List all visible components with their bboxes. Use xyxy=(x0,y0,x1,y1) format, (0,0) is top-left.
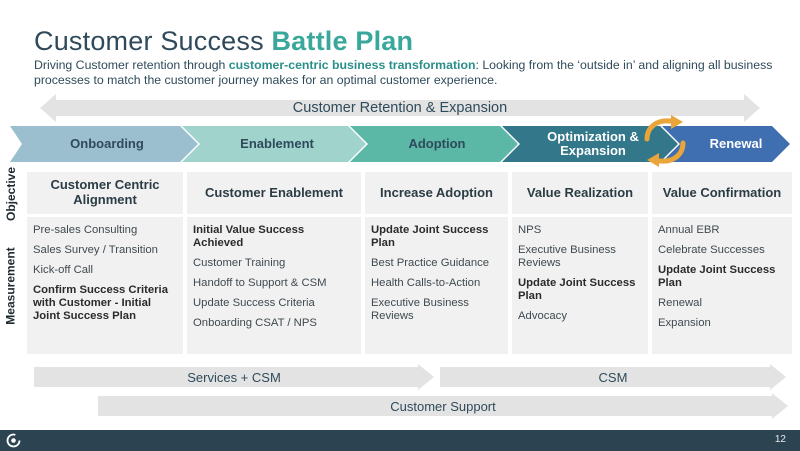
subtitle-after: : Looking from the ‘outside in’ and alig… xyxy=(34,58,773,87)
subtitle-before: Driving Customer retention through xyxy=(34,58,229,72)
column-header: Increase Adoption xyxy=(380,184,493,200)
column-value-realization: Value Realization NPS Executive Business… xyxy=(512,172,648,354)
page-title: Customer Success Battle Plan xyxy=(34,26,413,57)
retention-expansion-label: Customer Retention & Expansion xyxy=(292,100,508,116)
row-label-measurement: Measurement xyxy=(4,247,18,325)
column-divider xyxy=(27,214,183,217)
list-item: Celebrate Successes xyxy=(658,244,765,256)
column-header: Customer Centric Alignment xyxy=(50,177,160,207)
stage-label-renewal: Renewal xyxy=(709,136,763,151)
list-item: Executive Business Reviews xyxy=(518,244,616,269)
list-item: Confirm Success Criteria with Customer -… xyxy=(33,284,168,322)
title-prefix: Customer Success xyxy=(34,26,264,56)
column-header: Value Confirmation xyxy=(662,184,782,200)
column-item-list: NPS Executive Business Reviews Update Jo… xyxy=(518,224,642,330)
list-item: Initial Value Success Achieved xyxy=(193,224,305,249)
stage-chevron-adoption xyxy=(350,126,518,162)
list-item: Annual EBR xyxy=(658,224,720,236)
list-item: Health Calls-to-Action xyxy=(371,277,481,289)
column-divider xyxy=(365,214,508,217)
customer-support-label: Customer Support xyxy=(390,398,496,414)
list-item: Update Joint Success Plan xyxy=(371,224,489,249)
list-item: Update Joint Success Plan xyxy=(518,277,636,302)
stage-chevrons: Onboarding Enablement Adoption Optimizat… xyxy=(10,126,790,162)
column-item-list: Initial Value Success Achieved Customer … xyxy=(193,224,355,337)
stage-label-optimization: Optimization & Expansion xyxy=(547,129,639,158)
column-increase-adoption: Increase Adoption Update Joint Success P… xyxy=(365,172,508,354)
stage-label-adoption: Adoption xyxy=(408,136,466,151)
stage-chevron-enablement xyxy=(182,126,366,162)
column-divider xyxy=(187,214,361,217)
column-value-confirmation: Value Confirmation Annual EBR Celebrate … xyxy=(652,172,792,354)
list-item: Renewal xyxy=(658,297,702,309)
stage-chevron-optimization xyxy=(502,126,678,162)
subtitle-highlight: customer-centric business transformation xyxy=(228,58,476,72)
cycle-arrows-icon xyxy=(637,115,693,167)
list-item: Expansion xyxy=(658,317,711,329)
retention-expansion-arrow: Customer Retention & Expansion xyxy=(40,94,760,122)
column-header: Value Realization xyxy=(526,184,634,200)
column-item-list: Pre-sales Consulting Sales Survey / Tran… xyxy=(33,224,177,330)
column-item-list: Annual EBR Celebrate Successes Update Jo… xyxy=(658,224,786,337)
list-item: Pre-sales Consulting xyxy=(33,224,138,236)
list-item: Onboarding CSAT / NPS xyxy=(193,317,317,329)
page-subtitle: Driving Customer retention through custo… xyxy=(34,58,784,88)
list-item: Customer Training xyxy=(193,257,286,269)
stage-label-enablement: Enablement xyxy=(240,136,314,151)
page-number: 12 xyxy=(774,434,786,445)
stage-chevron-onboarding xyxy=(10,126,198,162)
stage-label-onboarding: Onboarding xyxy=(70,136,144,151)
csm-arrow: CSM xyxy=(440,364,786,390)
title-highlight: Battle Plan xyxy=(271,26,414,56)
column-item-list: Update Joint Success Plan Best Practice … xyxy=(371,224,502,330)
list-item: Advocacy xyxy=(518,310,567,322)
list-item: Best Practice Guidance xyxy=(371,257,490,269)
column-customer-centric-alignment: Customer Centric Alignment Pre-sales Con… xyxy=(27,172,183,354)
list-item: Executive Business Reviews xyxy=(371,297,469,322)
column-divider xyxy=(512,214,648,217)
list-item: Sales Survey / Transition xyxy=(33,244,158,256)
row-label-objective: Objective xyxy=(4,166,18,222)
column-customer-enablement: Customer Enablement Initial Value Succes… xyxy=(187,172,361,354)
list-item: Handoff to Support & CSM xyxy=(193,277,327,289)
list-item: Update Joint Success Plan xyxy=(658,264,776,289)
csm-label: CSM xyxy=(598,369,628,385)
stage-chevron-renewal xyxy=(662,126,790,162)
footer-bar: 12 xyxy=(0,430,800,451)
list-item: NPS xyxy=(518,224,542,236)
list-item: Kick-off Call xyxy=(33,264,94,276)
services-csm-label: Services + CSM xyxy=(187,369,281,385)
list-item: Update Success Criteria xyxy=(193,297,315,309)
company-logo xyxy=(6,433,21,448)
customer-support-arrow: Customer Support xyxy=(98,393,788,419)
services-csm-arrow: Services + CSM xyxy=(34,364,434,390)
column-divider xyxy=(652,214,792,217)
column-header: Customer Enablement xyxy=(205,184,343,200)
